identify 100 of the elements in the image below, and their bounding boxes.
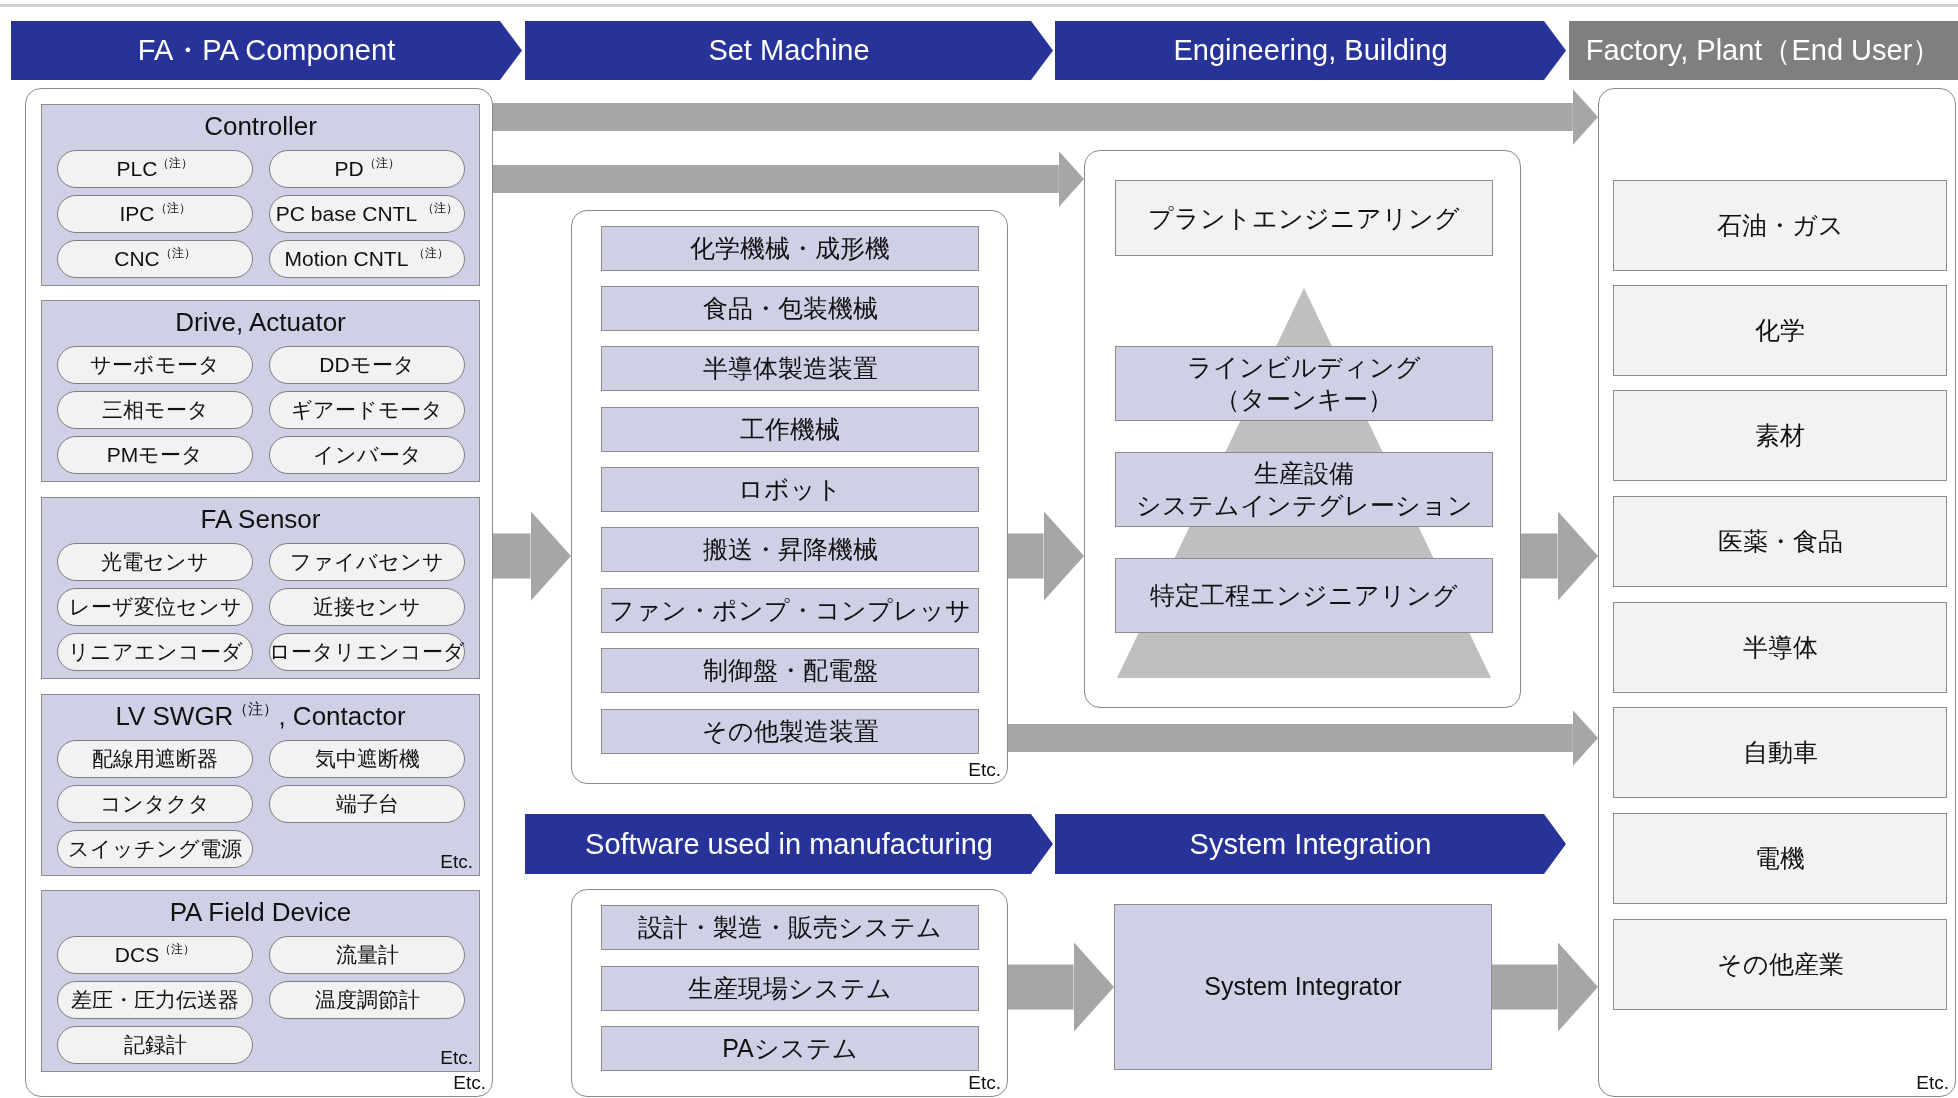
panel-heading: Controller: [204, 110, 317, 142]
category-box: [1115, 452, 1493, 527]
item-label: PMモータ: [106, 442, 204, 468]
etc-note: Etc.: [968, 759, 1001, 781]
block-arrow: [1008, 511, 1084, 601]
item-pill: [57, 740, 253, 778]
item-pill: [269, 391, 465, 429]
item-label: 化学機械・成形機: [690, 232, 890, 264]
header-label: Engineering, Building: [1173, 34, 1448, 67]
item-pill: [269, 436, 465, 474]
item-label: 差圧・圧力伝送器: [71, 987, 239, 1013]
item-label: ラインビルディング（ターンキー）: [1187, 352, 1421, 415]
block-arrow: [493, 89, 1598, 145]
category-box: [1115, 558, 1493, 633]
block-arrow: [493, 511, 571, 601]
category-box: [601, 407, 979, 452]
item-label: 化学: [1755, 315, 1805, 346]
item-label: 生産設備システムインテグレーション: [1135, 458, 1473, 521]
item-label: プラントエンジニアリング: [1148, 202, 1460, 234]
item-label: 電機: [1755, 843, 1805, 874]
etc-note: Etc.: [968, 1072, 1001, 1094]
item-label: 配線用遮断器: [92, 746, 218, 772]
item-label: System Integrator: [1204, 971, 1402, 1003]
item-label: 設計・製造・販売システム: [638, 911, 942, 943]
item-label: ファン・ポンプ・コンプレッサ: [609, 594, 971, 626]
stage-header: [1569, 21, 1958, 80]
header-label: System Integration: [1189, 827, 1432, 861]
category-box: [1613, 602, 1947, 693]
item-label: サーボモータ: [90, 352, 220, 378]
item-pill: [57, 543, 253, 581]
stage-header: [525, 814, 1053, 874]
item-label: PLC$^{（注）}$: [116, 157, 194, 181]
item-label: 半導体: [1742, 632, 1818, 663]
item-pill: [269, 981, 465, 1019]
block-arrow: [1521, 511, 1598, 601]
panel: [1084, 150, 1521, 708]
category-box: [1613, 813, 1947, 904]
category-box: [1613, 919, 1947, 1010]
item-label: DCS$^{（注）}$: [114, 943, 196, 967]
panel-heading: LV SWGR$^{（注）}$, Contactor: [115, 699, 406, 732]
item-label: 搬送・昇降機械: [702, 533, 878, 565]
panel: [1598, 88, 1956, 1097]
item-label: 気中遮断機: [314, 746, 420, 772]
item-label: コンタクタ: [100, 791, 210, 817]
item-label: 温度調節計: [314, 987, 420, 1013]
item-label: ロータリエンコーダ: [269, 639, 465, 665]
etc-note: Etc.: [453, 1072, 486, 1094]
item-label: 近接センサ: [313, 594, 421, 620]
item-pill: [57, 1026, 253, 1064]
item-label: 石油・ガス: [1716, 210, 1844, 241]
item-label: ロボット: [738, 473, 842, 505]
block-arrow: [1492, 942, 1598, 1032]
item-pill: [57, 240, 253, 278]
item-label: 工作機械: [740, 413, 840, 445]
panel: [571, 210, 1008, 784]
item-pill: [57, 830, 253, 868]
item-pill: [269, 936, 465, 974]
item-label: 医薬・食品: [1717, 526, 1843, 557]
panel-heading: Drive, Actuator: [175, 306, 346, 338]
item-pill: [269, 543, 465, 581]
item-pill: [57, 391, 253, 429]
item-pill: [57, 150, 253, 188]
item-pill: [57, 346, 253, 384]
item-pill: [269, 633, 465, 671]
item-label: 端子台: [335, 791, 399, 817]
item-label: ファイバセンサ: [290, 549, 444, 575]
category-box: [601, 709, 979, 754]
item-label: CNC$^{（注）}$: [114, 247, 196, 271]
category-box: [601, 346, 979, 391]
item-label: PC base CNTL $^{（注）}$: [275, 202, 459, 226]
category-box: [601, 226, 979, 271]
item-pill: [57, 633, 253, 671]
category-panel: [41, 497, 480, 679]
item-pill: [269, 195, 465, 233]
category-box: [1613, 496, 1947, 587]
header-label: Set Machine: [708, 34, 870, 67]
item-pill: [57, 588, 253, 626]
category-box: [601, 467, 979, 512]
category-box: [1115, 180, 1493, 256]
item-pill: [57, 436, 253, 474]
category-box: [1613, 707, 1947, 798]
category-panel: [41, 694, 480, 876]
item-label: PAシステム: [722, 1032, 858, 1064]
item-label: 制御盤・配電盤: [702, 654, 878, 686]
header-label: Factory, Plant（End User）: [1585, 32, 1942, 68]
stage-header: [1055, 814, 1566, 874]
category-box: [1613, 180, 1947, 271]
category-box: [601, 1026, 979, 1071]
etc-note: Etc.: [1916, 1072, 1949, 1094]
item-label: 流量計: [335, 942, 399, 968]
panel: [25, 88, 493, 1097]
category-panel: [41, 890, 480, 1072]
item-label: インバータ: [312, 442, 422, 468]
item-label: 三相モータ: [101, 397, 209, 423]
item-pill: [269, 785, 465, 823]
header-label: Software used in manufacturing: [585, 827, 993, 861]
item-pill: [269, 588, 465, 626]
item-pill: [269, 740, 465, 778]
item-label: Motion CNTL $^{（注）}$: [284, 247, 450, 271]
panel-heading: PA Field Device: [169, 896, 352, 928]
